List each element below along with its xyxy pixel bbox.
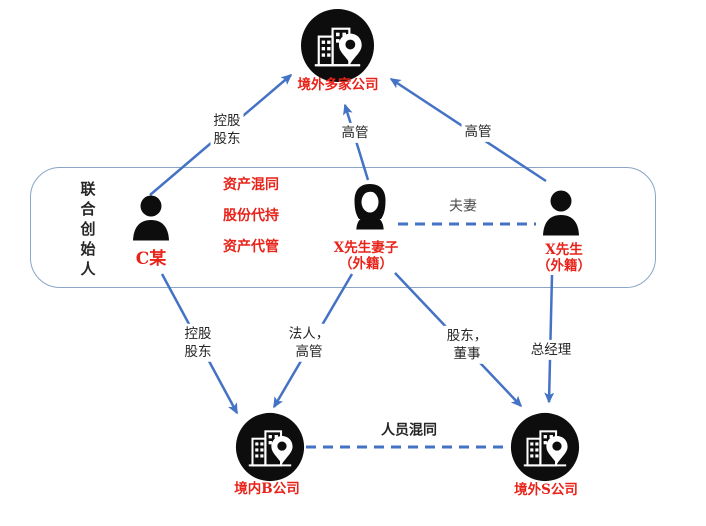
- red-note-item: 股份代持: [223, 208, 279, 224]
- edge-label-executive-2: 高管: [461, 121, 495, 143]
- overseas-companies-label: 境外多家公司: [297, 77, 379, 93]
- edge-label-controlling-shareholder-bottom: 控股 股东: [181, 323, 215, 363]
- domestic-b-label: 境内B公司: [234, 481, 300, 497]
- edge-label-controlling-shareholder-top: 控股 股东: [210, 110, 244, 150]
- person-c-label: C某: [135, 249, 167, 269]
- building-pin-icon: [510, 412, 580, 482]
- edge-label-legal-rep-executive: 法人， 高管: [285, 323, 333, 363]
- wife-label: X先生妻子 （外籍）: [333, 240, 399, 272]
- edge-label-personnel-commingling: 人员混同: [378, 420, 440, 442]
- male-person-icon: [127, 193, 175, 243]
- edge-label-executive-1: 高管: [338, 122, 372, 144]
- founders-box-label: 联合创始人: [78, 181, 97, 281]
- red-note-item: 资产代管: [223, 239, 279, 255]
- edge-label-general-manager: 总经理: [527, 339, 575, 361]
- edge-label-couple: 夫妻: [446, 196, 480, 218]
- building-pin-icon: [300, 8, 375, 83]
- red-note-item: 资产混同: [223, 177, 279, 193]
- male-person-icon: [537, 188, 585, 238]
- mr-x-label: X先生 （外籍）: [537, 242, 591, 274]
- overseas-s-label: 境外S公司: [514, 482, 578, 498]
- building-pin-icon: [235, 412, 305, 482]
- edge-label-shareholder-director: 股东， 董事: [443, 325, 491, 365]
- red-notes: 资产混同 股份代持 资产代管: [223, 178, 279, 271]
- female-person-icon: [346, 182, 394, 238]
- arrow-x-to-s: [544, 274, 555, 404]
